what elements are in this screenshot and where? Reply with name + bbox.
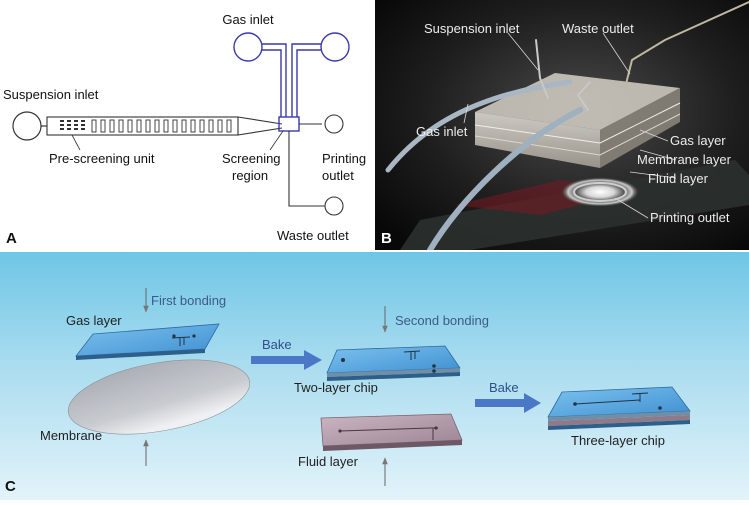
label-bake-2: Bake: [489, 380, 519, 395]
pre-screening-pillars: [60, 119, 232, 133]
label-waste-outlet-b: Waste outlet: [562, 21, 634, 36]
label-screening-line2: region: [232, 168, 268, 183]
panel-b: Suspension inlet Waste outlet Gas inlet …: [375, 0, 749, 253]
pre-screening-unit: [46, 116, 239, 136]
label-fluid-layer-b: Fluid layer: [648, 171, 709, 186]
gas-layer-slab: [75, 323, 220, 360]
tubing: [385, 1, 749, 253]
label-three-layer-chip: Three-layer chip: [571, 433, 665, 448]
label-first-bonding: First bonding: [151, 293, 226, 308]
label-two-layer-chip: Two-layer chip: [294, 380, 378, 395]
label-waste-outlet-a: Waste outlet: [277, 228, 349, 243]
membrane-disc: [67, 359, 251, 435]
label-gas-inlet-b: Gas inlet: [416, 124, 468, 139]
label-membrane-c: Membrane: [40, 428, 102, 443]
bake-arrow-1: [251, 350, 322, 370]
label-second-bonding: Second bonding: [395, 313, 489, 328]
label-fluid-layer-c: Fluid layer: [298, 454, 359, 469]
label-suspension-inlet-a: Suspension inlet: [3, 87, 99, 102]
label-suspension-inlet-b: Suspension inlet: [424, 21, 520, 36]
panel-letter-b: B: [381, 230, 392, 247]
label-screening-line1: Screening: [222, 151, 281, 166]
photo-leader-lines: [463, 32, 677, 219]
taper-channel: [237, 116, 283, 136]
label-membrane-layer-b: Membrane layer: [637, 152, 732, 167]
three-layer-chip: [547, 386, 691, 430]
label-printing-line2: outlet: [322, 168, 354, 183]
two-layer-chip: [326, 345, 461, 381]
panel-a: Gas inlet Suspension inlet Pre-screening…: [0, 0, 372, 250]
label-gas-layer-b: Gas layer: [670, 133, 726, 148]
label-printing-outlet-b: Printing outlet: [650, 210, 730, 225]
printing-outlet-glow: [560, 177, 640, 207]
bake-arrow-2: [475, 393, 541, 413]
label-printing-line1: Printing: [322, 151, 366, 166]
label-gas-inlet-a: Gas inlet: [222, 12, 274, 27]
label-gas-layer-c: Gas layer: [66, 313, 122, 328]
panel-letter-a: A: [6, 230, 17, 247]
panel-letter-c: C: [5, 478, 16, 495]
label-pre-screening-unit: Pre-screening unit: [49, 151, 155, 166]
gas-channels: [233, 32, 350, 117]
panel-c: First bonding Gas layer Membrane Bake Se…: [0, 252, 749, 500]
printing-outlet-port: [324, 114, 344, 134]
label-bake-1: Bake: [262, 337, 292, 352]
waste-outlet-port: [324, 196, 344, 216]
fluid-layer-slab: [320, 413, 463, 451]
